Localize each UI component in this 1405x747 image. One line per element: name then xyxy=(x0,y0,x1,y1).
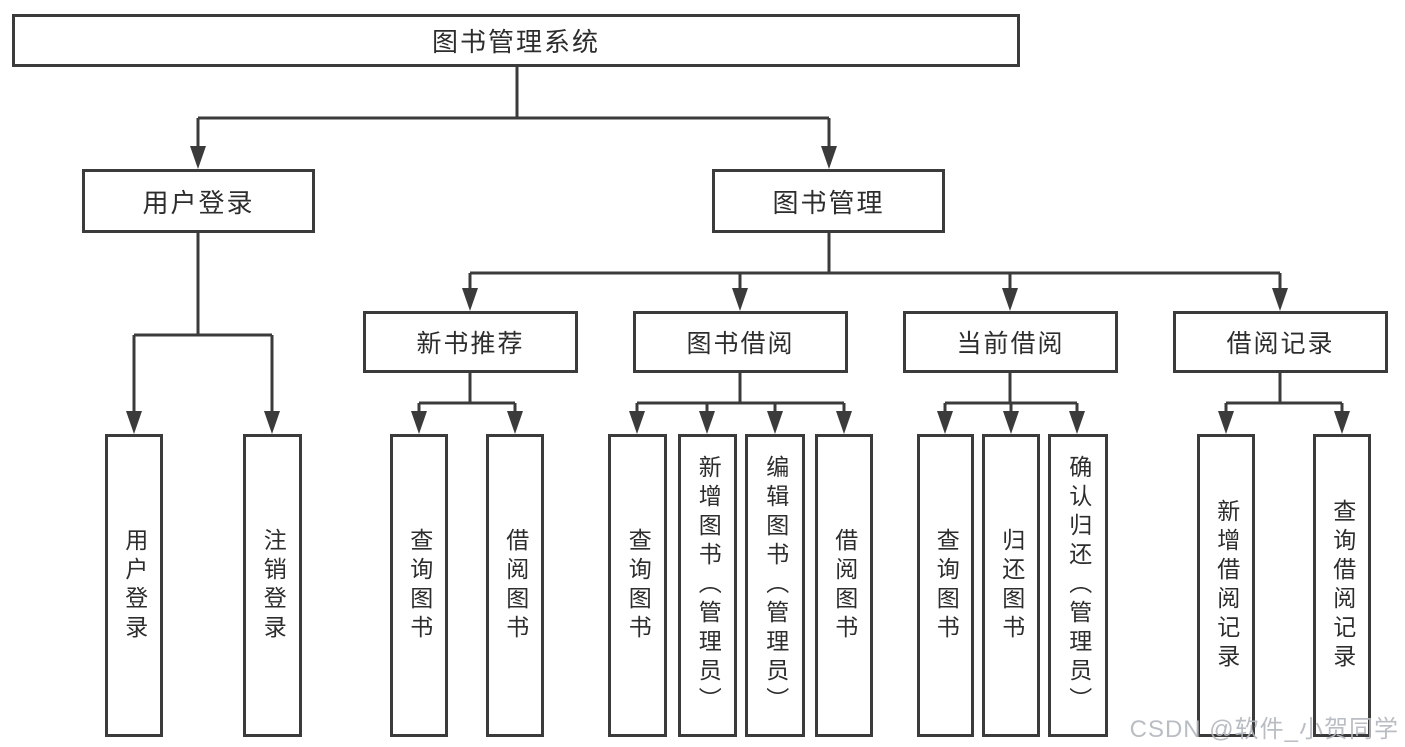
leaf-add-book-admin: 新增图书（管理员） xyxy=(678,434,737,737)
leaf-query-borrow-record-label: 查询借阅记录 xyxy=(1329,498,1356,673)
node-book-borrowing: 图书借阅 xyxy=(633,311,848,373)
leaf-add-borrow-record: 新增借阅记录 xyxy=(1197,434,1255,737)
arrowhead-down-icon xyxy=(1334,411,1350,434)
arrowhead-down-icon xyxy=(836,411,852,434)
leaf-edit-book-admin: 编辑图书（管理员） xyxy=(745,434,805,737)
arrowhead-down-icon xyxy=(126,411,142,434)
leaf-borrow-book-2-label: 借阅图书 xyxy=(831,527,858,644)
leaf-query-book-1: 查询图书 xyxy=(390,434,448,737)
node-user-login: 用户登录 xyxy=(82,169,315,233)
leaf-query-book-3-label: 查询图书 xyxy=(933,527,960,644)
arrowhead-down-icon xyxy=(411,411,427,434)
leaf-add-book-admin-label: 新增图书（管理员） xyxy=(695,455,722,716)
leaf-borrow-book-1-label: 借阅图书 xyxy=(502,527,529,644)
node-user-login-label: 用户登录 xyxy=(142,187,255,218)
node-book-management: 图书管理 xyxy=(712,169,945,233)
node-current-borrowing: 当前借阅 xyxy=(903,311,1118,373)
node-new-book-recommend: 新书推荐 xyxy=(363,311,578,373)
arrowhead-down-icon xyxy=(462,288,478,311)
leaf-query-book-1-label: 查询图书 xyxy=(406,527,433,644)
node-book-borrowing-label: 图书借阅 xyxy=(686,330,795,358)
leaf-logout-label: 注销登录 xyxy=(260,527,287,644)
arrowhead-down-icon xyxy=(629,411,645,434)
arrowhead-down-icon xyxy=(1272,288,1288,311)
leaf-confirm-return-admin: 确认归还（管理员） xyxy=(1048,434,1108,737)
arrowhead-down-icon xyxy=(1003,411,1019,434)
arrowhead-down-icon xyxy=(264,411,280,434)
arrowhead-down-icon xyxy=(1069,411,1085,434)
leaf-confirm-return-admin-label: 确认归还（管理员） xyxy=(1065,455,1092,716)
leaf-query-book-3: 查询图书 xyxy=(917,434,974,737)
node-new-book-recommend-label: 新书推荐 xyxy=(416,330,525,358)
leaf-logout: 注销登录 xyxy=(243,434,302,737)
arrowhead-down-icon xyxy=(732,288,748,311)
arrowhead-down-icon xyxy=(821,146,837,169)
node-book-management-label: 图书管理 xyxy=(772,187,885,218)
leaf-borrow-book-2: 借阅图书 xyxy=(815,434,873,737)
arrowhead-down-icon xyxy=(190,146,206,169)
leaf-user-login-label: 用户登录 xyxy=(121,527,148,644)
arrowhead-down-icon xyxy=(1218,411,1234,434)
node-root-system: 图书管理系统 xyxy=(12,14,1020,67)
leaf-return-book-label: 归还图书 xyxy=(998,527,1025,644)
node-borrowing-records: 借阅记录 xyxy=(1173,311,1388,373)
node-current-borrowing-label: 当前借阅 xyxy=(956,330,1065,358)
leaf-user-login: 用户登录 xyxy=(105,434,163,737)
node-borrowing-records-label: 借阅记录 xyxy=(1226,330,1335,358)
leaf-borrow-book-1: 借阅图书 xyxy=(486,434,544,737)
leaf-query-book-2: 查询图书 xyxy=(608,434,667,737)
arrowhead-down-icon xyxy=(767,411,783,434)
leaf-add-borrow-record-label: 新增借阅记录 xyxy=(1213,498,1240,673)
csdn-watermark: CSDN @软件_小贺同学 xyxy=(1129,716,1399,743)
arrowhead-down-icon xyxy=(1002,288,1018,311)
arrowhead-down-icon xyxy=(507,411,523,434)
leaf-edit-book-admin-label: 编辑图书（管理员） xyxy=(762,455,789,716)
node-root-label: 图书管理系统 xyxy=(431,27,600,57)
arrowhead-down-icon xyxy=(699,411,715,434)
leaf-return-book: 归还图书 xyxy=(982,434,1040,737)
leaf-query-borrow-record: 查询借阅记录 xyxy=(1313,434,1371,737)
leaf-query-book-2-label: 查询图书 xyxy=(625,527,652,644)
arrowhead-down-icon xyxy=(937,411,953,434)
